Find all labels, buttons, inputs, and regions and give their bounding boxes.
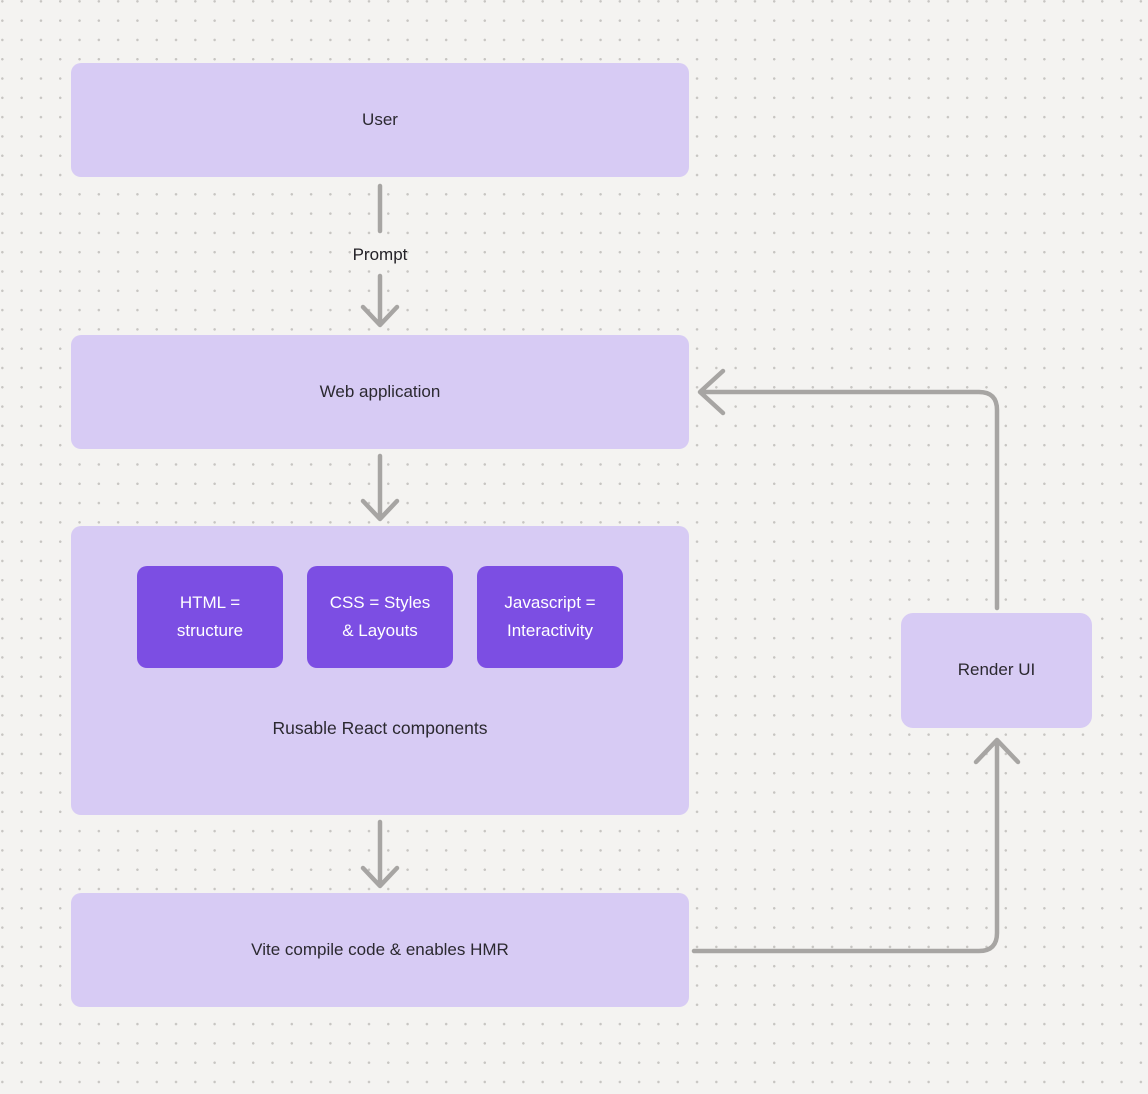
node-user: User	[71, 63, 689, 177]
chip-javascript-line2: Interactivity	[507, 621, 593, 640]
chip-css-line1: CSS = Styles	[329, 593, 431, 612]
node-render-ui-label: Render UI	[957, 660, 1036, 680]
node-web-application-label: Web application	[319, 381, 441, 401]
connector-renderui-to-webapp-arrow	[697, 368, 1000, 611]
chip-html-line1: HTML =	[179, 593, 241, 612]
chip-html-line2: structure	[176, 621, 244, 640]
components-group-label: Rusable React components	[272, 718, 488, 738]
component-chip-row: HTML = structure CSS = Styles & Layouts …	[137, 566, 623, 668]
chip-css-line2: & Layouts	[342, 621, 418, 640]
connector-prompt-to-webapp-arrow	[360, 273, 400, 328]
node-web-application: Web application	[71, 335, 689, 449]
chip-javascript: Javascript = Interactivity	[477, 566, 623, 668]
node-render-ui: Render UI	[901, 613, 1092, 728]
node-vite: Vite compile code & enables HMR	[71, 893, 689, 1007]
edge-label-prompt: Prompt	[352, 245, 408, 264]
chip-css: CSS = Styles & Layouts	[307, 566, 453, 668]
connector-webapp-to-group-arrow	[360, 453, 400, 522]
node-vite-label: Vite compile code & enables HMR	[251, 939, 509, 959]
connector-vite-to-renderui-arrow	[691, 737, 1021, 954]
connector-group-to-vite-arrow	[360, 819, 400, 889]
node-user-label: User	[362, 109, 398, 129]
chip-javascript-line1: Javascript =	[504, 593, 596, 612]
chip-html: HTML = structure	[137, 566, 283, 668]
